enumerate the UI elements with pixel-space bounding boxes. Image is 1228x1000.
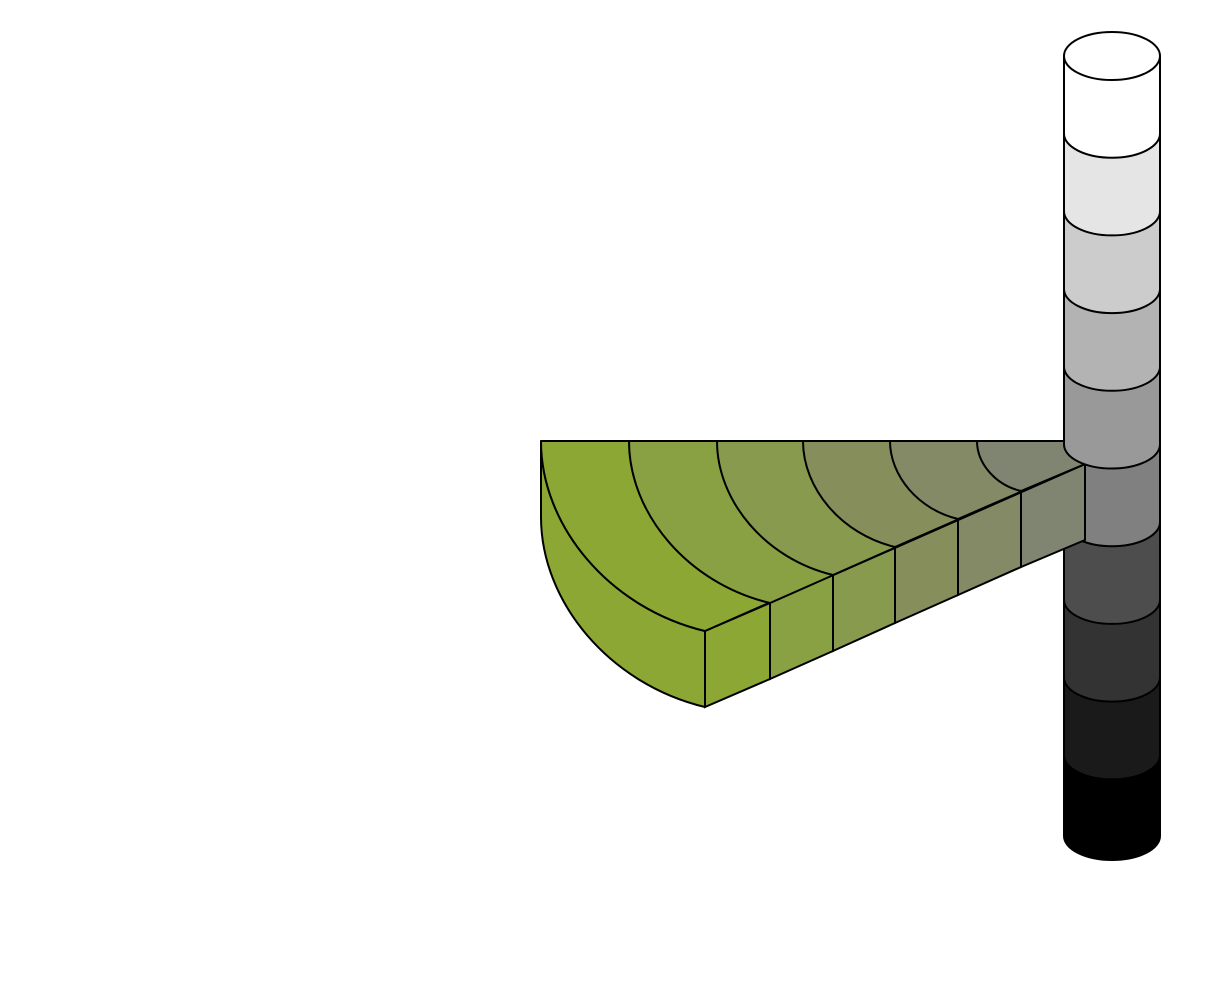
value-segment-8	[1063, 676, 1161, 781]
value-segment-1	[1063, 132, 1161, 237]
value-segment-7	[1063, 598, 1161, 703]
value-segment-6	[1063, 521, 1161, 625]
value-segment-4	[1063, 365, 1161, 470]
value-column-upper	[1063, 31, 1161, 470]
value-segment-2	[1063, 210, 1161, 315]
chroma-wedge	[540, 440, 1086, 709]
value-segment-9	[1063, 754, 1161, 861]
value-segment-3	[1063, 288, 1161, 392]
value-segment-top-cap	[1063, 31, 1161, 81]
value-segment-0	[1063, 55, 1161, 159]
